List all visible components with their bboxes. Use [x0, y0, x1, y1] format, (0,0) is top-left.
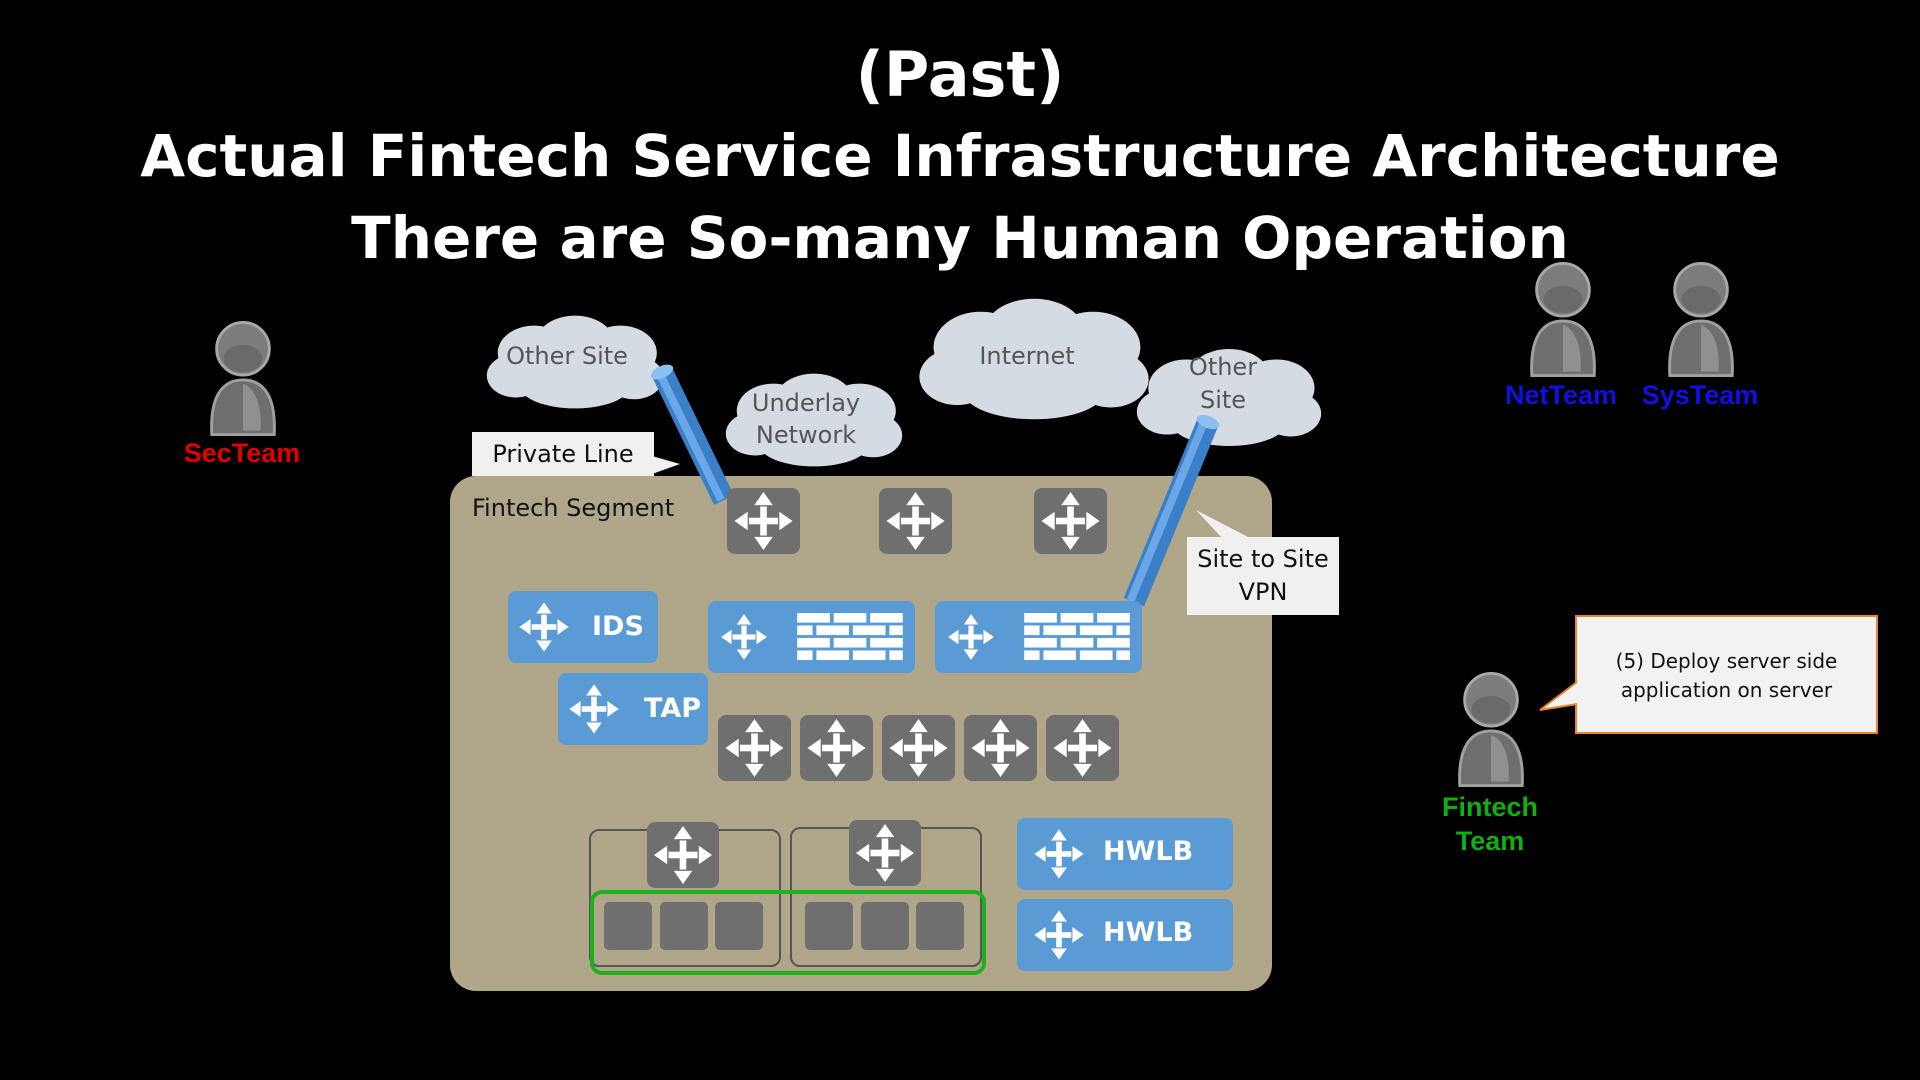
router-icon: [849, 820, 921, 886]
site-to-site-vpn-tube: [1123, 414, 1220, 607]
cloud-label-internet: Internet: [979, 342, 1075, 370]
router-icon: [879, 488, 952, 554]
hwlb-appliance: HWLB: [1017, 899, 1233, 971]
server: [861, 902, 909, 950]
hwlb-label: HWLB: [1103, 836, 1194, 867]
router-icon: [647, 822, 719, 888]
site-to-site-label-2: VPN: [1238, 578, 1288, 606]
deploy-callout: (5) Deploy server side application on se…: [1575, 615, 1878, 734]
firewall-appliance: [708, 601, 915, 673]
deploy-callout-line-2: application on server: [1620, 678, 1833, 702]
fintech-team-label-1: Fintech: [1441, 792, 1538, 822]
server: [805, 902, 853, 950]
title-architecture: Actual Fintech Service Infrastructure Ar…: [140, 122, 1780, 190]
site-to-site-callout: Site to Site VPN: [1187, 537, 1339, 615]
cloud-label-other-1: Other: [1188, 353, 1258, 381]
router-icon: [1031, 826, 1087, 882]
user-silhouette-icon-fintech: [1452, 668, 1530, 790]
router-icon: [964, 715, 1037, 781]
cloud-label-other-site: Other Site: [506, 342, 628, 370]
router-icon: [945, 611, 997, 663]
sec-team-label: SecTeam: [183, 438, 301, 468]
ids-appliance: IDS: [508, 591, 658, 663]
router-icon: [516, 599, 572, 655]
title-human-operation: There are So-many Human Operation: [351, 204, 1569, 272]
cloud-label-underlay-1: Underlay: [751, 389, 861, 417]
router-icon: [718, 715, 791, 781]
router-icon: [1031, 907, 1087, 963]
server: [604, 902, 652, 950]
server-group-highlight: [590, 890, 986, 975]
segment-label: Fintech Segment: [472, 494, 675, 522]
user-silhouette-icon-sec: [204, 318, 282, 438]
tap-appliance: TAP: [558, 673, 708, 745]
title-past: (Past): [855, 38, 1065, 111]
private-line-label: Private Line: [492, 440, 634, 468]
site-to-site-label-1: Site to Site: [1197, 545, 1329, 573]
firewall-appliance: [935, 601, 1142, 673]
ids-label: IDS: [592, 611, 644, 642]
sys-team-label: SysTeam: [1641, 380, 1759, 410]
private-line-pointer: [652, 456, 680, 474]
user-silhouette-icon-net: [1524, 258, 1602, 380]
cloud-label-underlay-2: Network: [755, 421, 857, 449]
router-icon: [1046, 715, 1119, 781]
private-line-callout: Private Line: [472, 432, 654, 476]
server: [660, 902, 708, 950]
router-icon: [882, 715, 955, 781]
tap-label: TAP: [644, 693, 702, 724]
deploy-callout-line-1: (5) Deploy server side: [1615, 649, 1838, 673]
private-line-tube: [650, 364, 734, 505]
router-icon: [718, 611, 770, 663]
brick-wall-icon: [796, 613, 904, 661]
user-silhouette-icon-sys: [1662, 258, 1740, 380]
router-icon: [800, 715, 873, 781]
router-icon: [1034, 488, 1107, 554]
hwlb-label: HWLB: [1103, 917, 1194, 948]
site-to-site-pointer: [1196, 510, 1250, 538]
fintech-team-label-2: Team: [1455, 826, 1525, 856]
net-team-label: NetTeam: [1504, 380, 1618, 410]
deploy-callout-pointer: [1539, 681, 1578, 711]
router-icon: [727, 488, 800, 554]
cloud-label-other-2: Site: [1199, 386, 1247, 414]
router-icon: [566, 681, 622, 737]
server: [916, 902, 964, 950]
fintech-team-label: Fintech Team: [1410, 790, 1570, 858]
brick-wall-icon: [1023, 613, 1131, 661]
server: [715, 902, 763, 950]
hwlb-appliance: HWLB: [1017, 818, 1233, 890]
